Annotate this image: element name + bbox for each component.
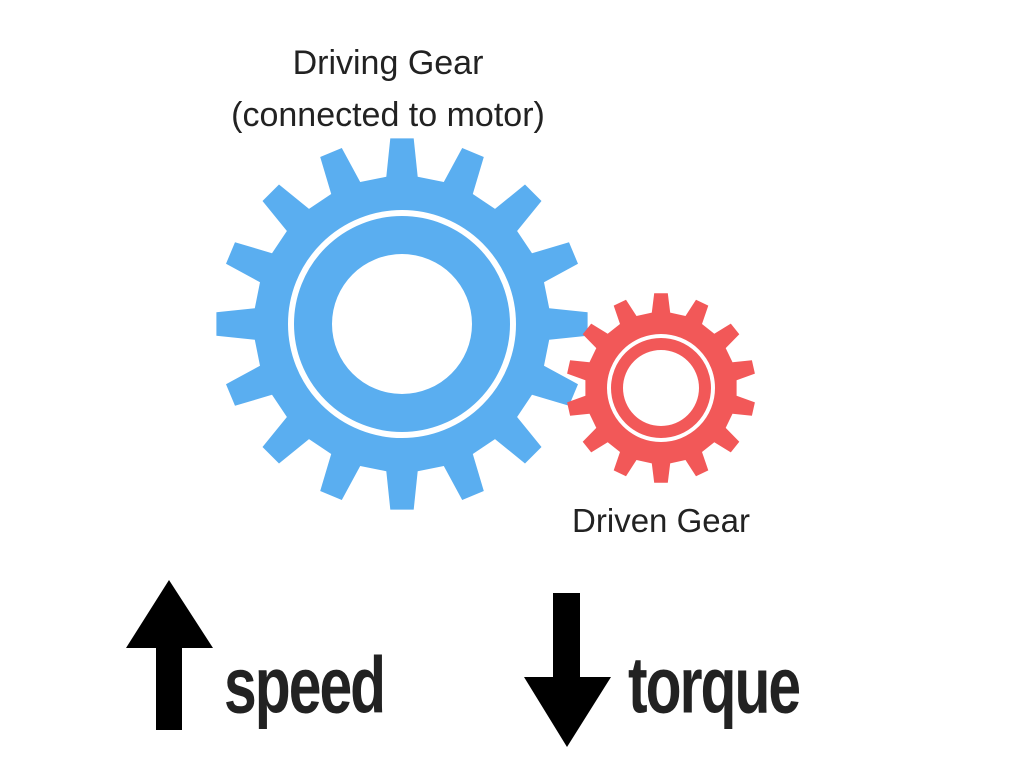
driven-gear-body — [567, 293, 755, 483]
driving-gear — [216, 138, 588, 510]
driven-gear-label: Driven Gear — [572, 502, 750, 539]
down-arrow-icon — [524, 593, 611, 747]
driving-gear-label: Driving Gear — [292, 44, 484, 82]
driving-gear-inner-ring — [288, 210, 516, 438]
torque-label: torque — [628, 640, 801, 730]
driving-gear-sublabel: (connected to motor) — [231, 96, 545, 134]
driven-gear-inner-ring — [607, 334, 715, 442]
up-arrow-icon — [126, 580, 213, 730]
speed-label: speed — [224, 640, 386, 730]
driven-gear — [567, 293, 755, 483]
driving-gear-body — [216, 138, 588, 510]
